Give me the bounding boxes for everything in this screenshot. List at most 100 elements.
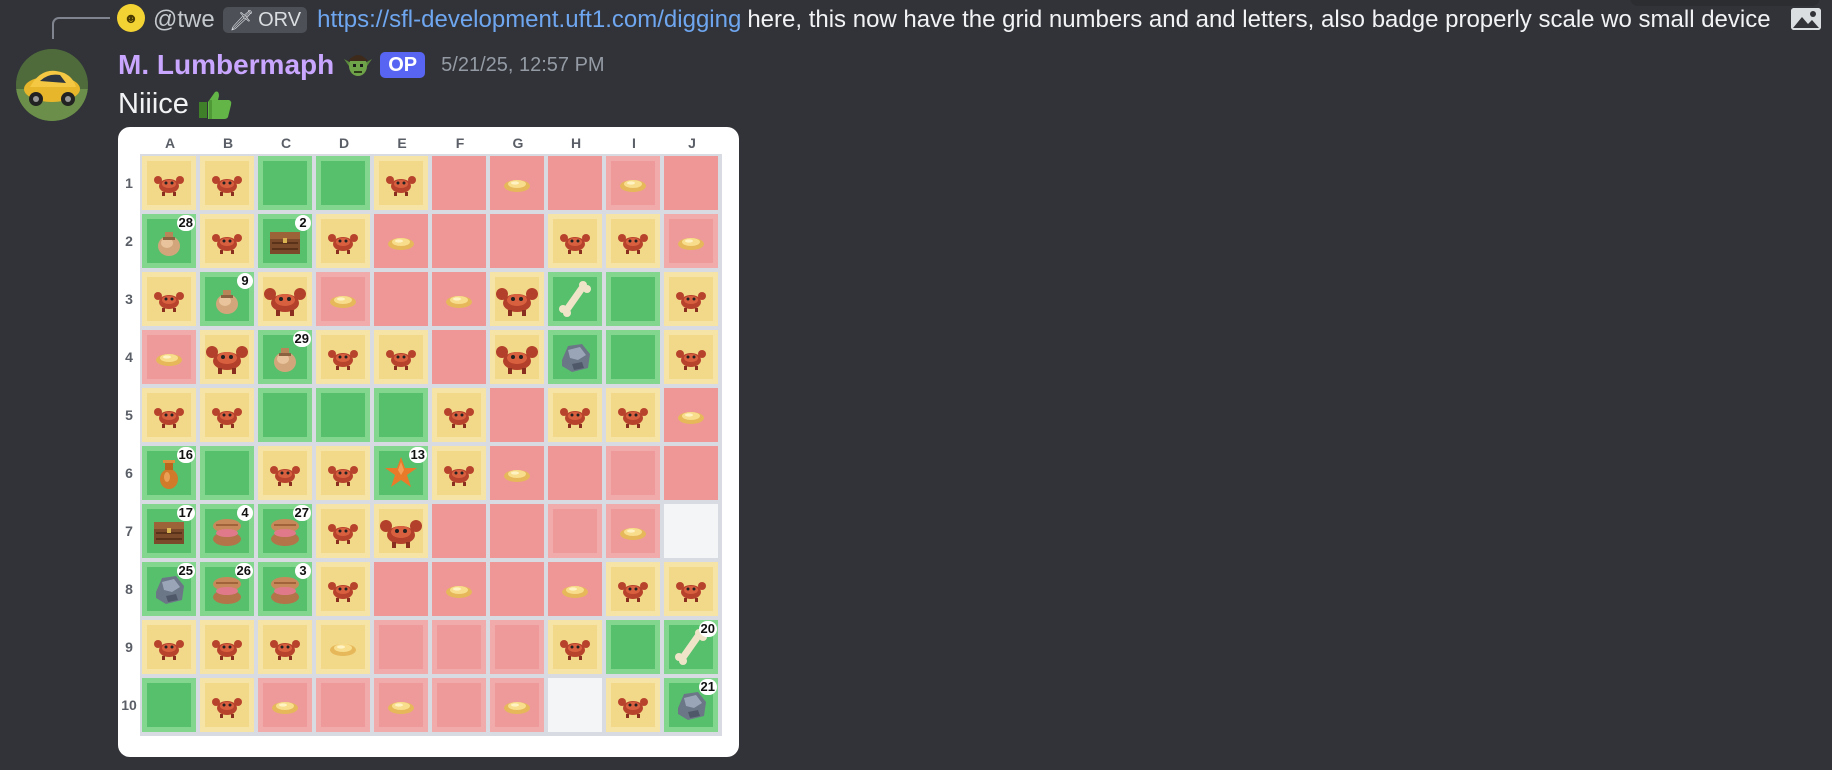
sand-pile-icon bbox=[330, 644, 356, 656]
crab-icon bbox=[212, 408, 242, 428]
crab-icon bbox=[618, 698, 648, 718]
grid-cell-E8 bbox=[374, 562, 428, 616]
grid-cell-I1 bbox=[606, 156, 660, 210]
grid-cell-B6 bbox=[200, 446, 254, 500]
grid-cell-F5 bbox=[432, 388, 486, 442]
grid-cell-J10: 21 bbox=[664, 678, 718, 732]
grid-cell-G8 bbox=[490, 562, 544, 616]
grid-cell-I6 bbox=[606, 446, 660, 500]
count-badge: 29 bbox=[292, 331, 311, 347]
crab-icon bbox=[444, 466, 474, 486]
username[interactable]: M. Lumbermaph bbox=[118, 49, 335, 80]
grid-cell-A7: 17 bbox=[142, 504, 196, 558]
column-label: A bbox=[164, 135, 176, 151]
count-badge: 16 bbox=[176, 447, 195, 463]
grid-cell-H2 bbox=[548, 214, 602, 268]
grid-cell-D7 bbox=[316, 504, 370, 558]
column-label: C bbox=[280, 135, 292, 151]
grid-cell-E3 bbox=[374, 272, 428, 326]
grid-cell-E6: 13 bbox=[374, 446, 428, 500]
crab-icon bbox=[618, 234, 648, 254]
grid-cell-G9 bbox=[490, 620, 544, 674]
crab-icon bbox=[328, 234, 358, 254]
count-badge: 27 bbox=[292, 505, 311, 521]
reply-link[interactable]: https://sfl-development.uft1.com/digging bbox=[317, 6, 742, 33]
column-label: G bbox=[512, 135, 524, 151]
crab-icon bbox=[154, 176, 184, 196]
sand-pile-icon bbox=[504, 702, 530, 714]
sand-pile-icon bbox=[446, 296, 472, 308]
row-label: 7 bbox=[125, 523, 133, 539]
grid-cell-I10 bbox=[606, 678, 660, 732]
grid-cell-F7 bbox=[432, 504, 486, 558]
crab-icon bbox=[328, 582, 358, 602]
treasure-bag-icon bbox=[158, 232, 180, 256]
grid-cell-D2 bbox=[316, 214, 370, 268]
count-badge: 20 bbox=[698, 621, 717, 637]
row-label: 6 bbox=[125, 465, 133, 481]
sand-pile-icon bbox=[330, 296, 356, 308]
crab-icon bbox=[560, 640, 590, 660]
crab-icon bbox=[154, 408, 184, 428]
reply-avatar[interactable]: ☻ bbox=[117, 4, 145, 32]
crab-icon bbox=[328, 466, 358, 486]
grid-cell-H6 bbox=[548, 446, 602, 500]
reply-preview[interactable]: ☻ @twe 🗡 ORV https://sfl-development.uft… bbox=[0, 0, 1832, 40]
grid-cell-E1 bbox=[374, 156, 428, 210]
rock-icon bbox=[156, 576, 184, 604]
grid-cell-H10 bbox=[548, 678, 602, 732]
count-badge: 17 bbox=[176, 505, 195, 521]
row-label: 3 bbox=[125, 291, 133, 307]
grid-cell-H3 bbox=[548, 272, 602, 326]
grid-cell-B1 bbox=[200, 156, 254, 210]
crab-icon bbox=[212, 640, 242, 660]
count-badge: 21 bbox=[698, 679, 717, 695]
user-avatar[interactable] bbox=[16, 49, 88, 121]
grid-cell-B10 bbox=[200, 678, 254, 732]
crab-icon bbox=[212, 176, 242, 196]
rock-icon bbox=[562, 344, 590, 372]
crab-icon bbox=[154, 640, 184, 660]
grid-cell-H4 bbox=[548, 330, 602, 384]
grid-cell-B9 bbox=[200, 620, 254, 674]
crab-icon bbox=[560, 408, 590, 428]
row-label: 10 bbox=[121, 697, 137, 713]
grid-cell-B3: 9 bbox=[200, 272, 254, 326]
grid-cell-J9: 20 bbox=[664, 620, 718, 674]
grid-cell-A5 bbox=[142, 388, 196, 442]
reply-server-tag[interactable]: 🗡 ORV bbox=[222, 7, 308, 33]
crab-icon bbox=[618, 582, 648, 602]
grid-cell-D8 bbox=[316, 562, 370, 616]
message-body: Niiice bbox=[118, 87, 189, 120]
reply-tag-label: ORV bbox=[258, 8, 302, 31]
grid-cell-A3 bbox=[142, 272, 196, 326]
grid-cell-B8: 26 bbox=[200, 562, 254, 616]
reply-content[interactable]: @twe 🗡 ORV https://sfl-development.uft1.… bbox=[153, 4, 1771, 36]
count-badge: 4 bbox=[237, 505, 253, 521]
grid-cell-H1 bbox=[548, 156, 602, 210]
image-icon[interactable] bbox=[1791, 8, 1821, 30]
count-badge: 2 bbox=[295, 215, 311, 231]
grid-cell-C10 bbox=[258, 678, 312, 732]
count-badge: 3 bbox=[295, 563, 311, 579]
column-label: F bbox=[455, 135, 465, 151]
grid-cell-D4 bbox=[316, 330, 370, 384]
timestamp[interactable]: 5/21/25, 12:57 PM bbox=[441, 53, 605, 76]
sand-pile-icon bbox=[446, 586, 472, 598]
grid-cell-H7 bbox=[548, 504, 602, 558]
grid-cell-A6: 16 bbox=[142, 446, 196, 500]
count-badge: 26 bbox=[234, 563, 253, 579]
crab-icon bbox=[444, 408, 474, 428]
reply-username[interactable]: @twe bbox=[153, 6, 215, 33]
grid-cell-D5 bbox=[316, 388, 370, 442]
grid-cell-A1 bbox=[142, 156, 196, 210]
op-badge: OP bbox=[380, 52, 426, 78]
goblin-icon[interactable] bbox=[342, 49, 374, 81]
sand-pile-icon bbox=[504, 470, 530, 482]
crab-icon bbox=[264, 288, 306, 316]
grid-cell-D6 bbox=[316, 446, 370, 500]
grid-cell-G6 bbox=[490, 446, 544, 500]
grid-cell-F9 bbox=[432, 620, 486, 674]
